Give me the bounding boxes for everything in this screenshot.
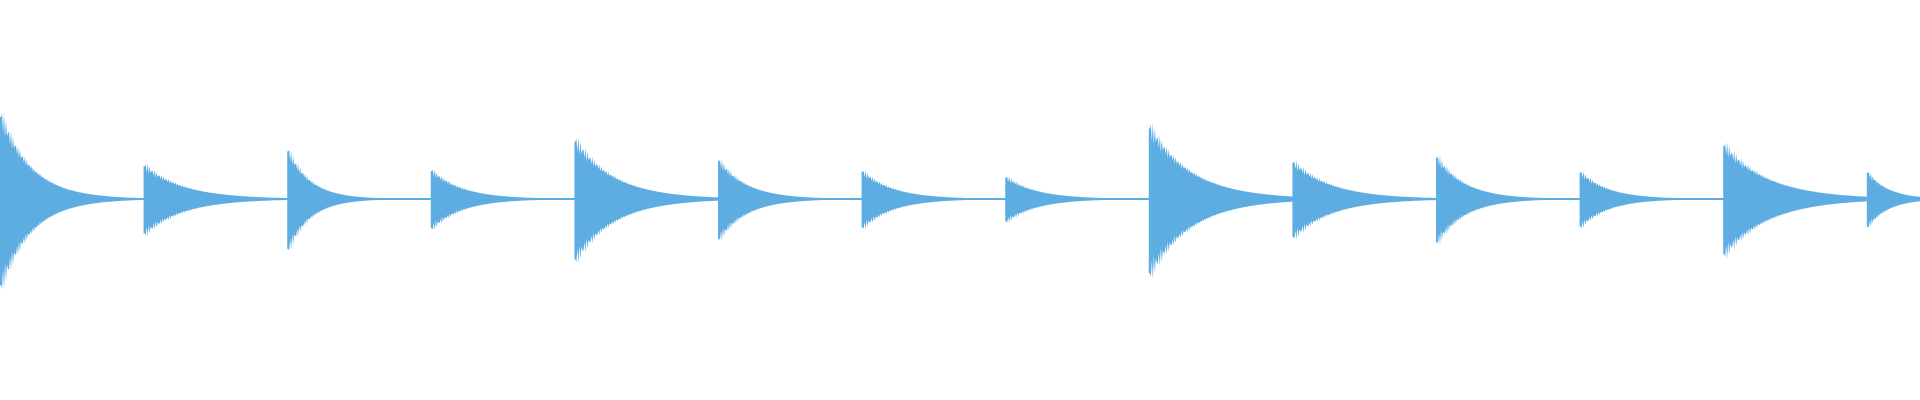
waveform-hit-13 xyxy=(1724,141,1867,260)
waveform-hit-8 xyxy=(1006,176,1149,223)
waveform-hit-10 xyxy=(1293,160,1436,240)
waveform-hit-12 xyxy=(1580,171,1724,228)
waveform-hit-9 xyxy=(1149,122,1293,280)
waveform-hit-4 xyxy=(431,169,575,230)
waveform-hit-2 xyxy=(144,163,288,237)
waveform-hit-1 xyxy=(1,112,144,291)
waveform-hit-5 xyxy=(575,137,718,265)
waveform-hit-6 xyxy=(719,159,862,241)
waveform-hits xyxy=(0,112,1920,291)
waveform-hit-7 xyxy=(862,170,1006,230)
waveform-hit-14 xyxy=(1867,172,1920,228)
waveform-hit-11 xyxy=(1437,156,1580,245)
waveform-hit-3 xyxy=(288,150,431,251)
